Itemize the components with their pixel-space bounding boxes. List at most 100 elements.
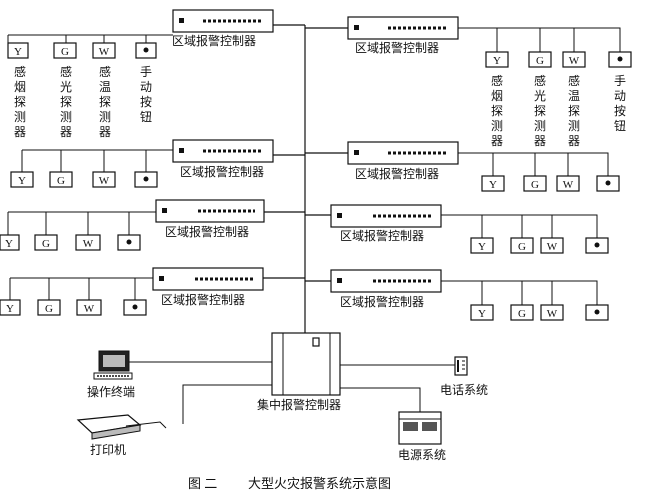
controller-label: 区域报警控制器	[172, 33, 256, 48]
figure-number: 图 二	[188, 476, 217, 491]
light-symbol: G	[42, 238, 50, 250]
light-symbol: G	[61, 46, 69, 58]
detector-bus-left-3	[7, 211, 156, 235]
manual-dot	[594, 242, 600, 248]
phone-body	[454, 356, 468, 376]
controller-label: 区域报警控制器	[165, 224, 249, 239]
temp-symbol: W	[569, 55, 580, 67]
cabinet-lock	[312, 337, 320, 347]
power-panel-right	[422, 422, 437, 431]
controller-left-1	[172, 9, 274, 33]
controller-led	[337, 278, 342, 283]
smoke-symbol: Y	[14, 46, 22, 58]
controller-label: 区域报警控制器	[340, 228, 424, 243]
temp-detector	[76, 299, 102, 316]
temp-detector	[556, 175, 580, 192]
terminal-icon	[93, 350, 133, 380]
manual-dot	[605, 180, 611, 186]
temp-symbol: W	[99, 46, 110, 58]
manual-dot	[126, 239, 132, 245]
terminal-label: 操作终端	[87, 384, 135, 399]
printer-icon	[76, 414, 167, 440]
detectors-right-4: Y G W	[470, 304, 609, 321]
temp-detector	[540, 304, 564, 321]
light-symbol: G	[531, 179, 539, 191]
controller-left-3	[155, 199, 265, 223]
smoke-detector	[10, 171, 34, 188]
controller-label: 区域报警控制器	[180, 164, 264, 179]
name-temp-left: 感温探测器	[99, 64, 111, 139]
temp-symbol: W	[99, 175, 110, 187]
manual-dot	[132, 304, 138, 310]
name-smoke-right: 感烟探测器	[491, 73, 503, 148]
controller-led	[179, 18, 184, 23]
light-symbol: G	[57, 175, 65, 187]
controller-left-2	[172, 139, 274, 163]
name-light-right: 感光探测器	[534, 73, 546, 148]
smoke-detector	[470, 304, 494, 321]
power-label: 电源系统	[398, 448, 446, 462]
light-detector	[510, 304, 534, 321]
detectors-left-4: Y G W	[0, 299, 147, 316]
temp-symbol: W	[83, 238, 94, 250]
temp-symbol: W	[563, 179, 574, 191]
detector-bus-left-4	[9, 277, 153, 300]
smoke-symbol: Y	[493, 55, 501, 67]
smoke-detector	[485, 51, 509, 68]
smoke-symbol: Y	[489, 179, 497, 191]
temp-detector	[562, 51, 586, 68]
controller-right-4	[330, 269, 442, 293]
smoke-symbol: Y	[478, 241, 486, 253]
light-symbol: G	[518, 241, 526, 253]
link-printer	[182, 384, 272, 424]
smoke-symbol: Y	[478, 308, 486, 320]
manual-dot	[594, 309, 600, 315]
manual-dot	[617, 56, 623, 62]
detectors-right-2: Y G W	[481, 175, 620, 192]
temp-detector	[92, 42, 116, 59]
smoke-detector	[0, 299, 21, 316]
temp-symbol: W	[547, 241, 558, 253]
power-icon	[398, 411, 442, 445]
smoke-detector	[481, 175, 505, 192]
light-detector	[528, 51, 552, 68]
detector-bus-right-4	[441, 280, 598, 305]
phone-label: 电话系统	[440, 383, 488, 397]
central-controller	[271, 332, 341, 396]
light-symbol: G	[536, 55, 544, 67]
light-detector	[49, 171, 73, 188]
controller-led	[354, 150, 359, 155]
light-detector	[53, 42, 77, 59]
detector-bus-right-2	[458, 152, 609, 176]
controller-led	[162, 208, 167, 213]
temp-detector	[75, 234, 101, 251]
controller-led	[179, 148, 184, 153]
detector-bus-left-1	[7, 34, 173, 43]
detectors-left-1: Y G W	[7, 42, 157, 59]
light-symbol: G	[45, 303, 53, 315]
controller-led	[354, 25, 359, 30]
detector-bus-right-3	[441, 214, 598, 238]
smoke-symbol: Y	[5, 238, 13, 250]
controller-right-2	[347, 141, 459, 165]
detector-bus-left-2	[21, 149, 173, 172]
light-detector	[523, 175, 547, 192]
light-symbol: G	[518, 308, 526, 320]
name-smoke-left: 感烟探测器	[14, 64, 26, 139]
smoke-symbol: Y	[6, 303, 14, 315]
controller-right-3	[330, 204, 442, 228]
detectors-right-1: Y G W	[485, 51, 632, 68]
central-label: 集中报警控制器	[257, 397, 341, 412]
controller-led	[159, 276, 164, 281]
name-manual-right: 手动按钮	[614, 74, 626, 133]
temp-symbol: W	[84, 303, 95, 315]
detector-names-right: 感烟探测器 感光探测器 感温探测器 手动按钮	[491, 73, 626, 148]
smoke-detector	[7, 42, 29, 59]
name-temp-right: 感温探测器	[568, 73, 580, 148]
printer-paper	[125, 421, 167, 429]
controller-right-1	[347, 16, 459, 40]
manual-dot	[143, 176, 149, 182]
controller-label: 区域报警控制器	[355, 166, 439, 181]
